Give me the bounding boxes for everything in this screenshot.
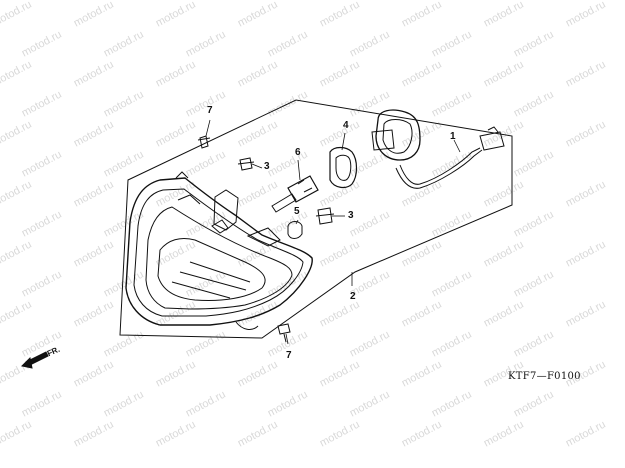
callout-7-lower: 7: [286, 350, 292, 361]
callout-7-upper: 7: [207, 105, 213, 116]
assembly-outline: [119, 99, 513, 339]
callout-4: 4: [343, 120, 349, 131]
bulb-socket-cover: [329, 146, 358, 189]
position-lamp-bulb: [287, 221, 303, 239]
callout-1: 1: [450, 131, 456, 142]
callout-3-upper: 3: [264, 161, 270, 172]
headlight-housing: [125, 171, 313, 330]
headlight-bulb: [271, 175, 319, 213]
callout-3-lower: 3: [348, 210, 354, 221]
bulb-clip-upper: [237, 157, 255, 171]
callout-5: 5: [294, 206, 300, 217]
bulb-clip-lower: [315, 207, 335, 225]
screw-upper: [197, 135, 211, 149]
screw-lower: [277, 323, 291, 343]
callout-2: 2: [350, 291, 356, 302]
diagram-code: KTF7—F0100: [508, 371, 581, 382]
callout-6: 6: [295, 147, 301, 158]
socket-and-wire-harness: [371, 109, 505, 189]
front-direction-arrow-icon: [20, 351, 49, 369]
